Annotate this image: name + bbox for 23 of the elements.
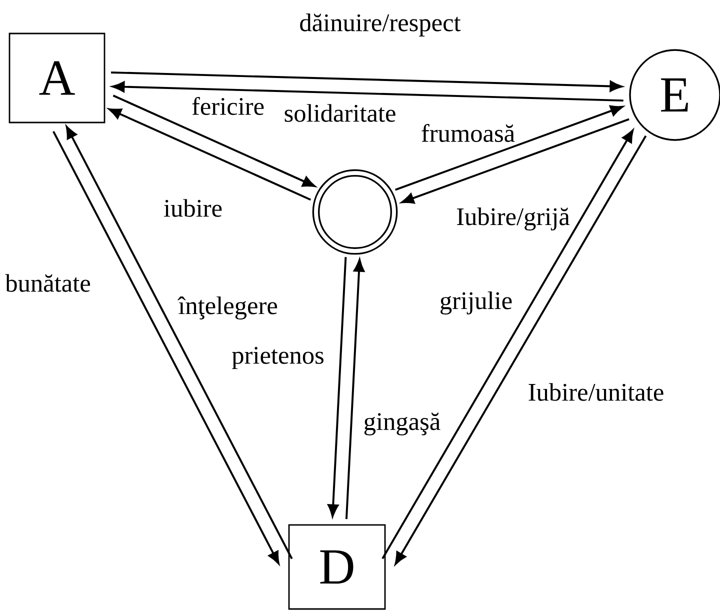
edge-label: înţelegere bbox=[176, 295, 280, 321]
double-circle bbox=[312, 169, 398, 255]
edge-label: frumoasă bbox=[420, 122, 516, 144]
arrow bbox=[112, 81, 624, 102]
edge-label: Iubire/grijă bbox=[454, 206, 572, 232]
edge-label: prietenos bbox=[230, 346, 326, 370]
arrow bbox=[111, 71, 622, 92]
arrow bbox=[108, 108, 312, 201]
edge-label: grijulie bbox=[438, 290, 514, 316]
edge-label: bunătate bbox=[4, 272, 92, 294]
edge-label: Iubire/unitate bbox=[526, 382, 666, 402]
square-node: A bbox=[8, 32, 106, 124]
arrow bbox=[328, 256, 347, 517]
arrow bbox=[112, 94, 316, 187]
edge-label: iubire bbox=[162, 198, 224, 218]
edge-label: gingaşă bbox=[362, 411, 442, 437]
arrow bbox=[394, 105, 624, 191]
square-node: D bbox=[288, 524, 386, 610]
edge-label: solidaritate bbox=[282, 102, 398, 124]
edge-label: fericire bbox=[190, 96, 266, 116]
edge-label: dăinuire/respect bbox=[298, 12, 462, 38]
arrow bbox=[345, 259, 365, 520]
arrow bbox=[401, 118, 630, 204]
